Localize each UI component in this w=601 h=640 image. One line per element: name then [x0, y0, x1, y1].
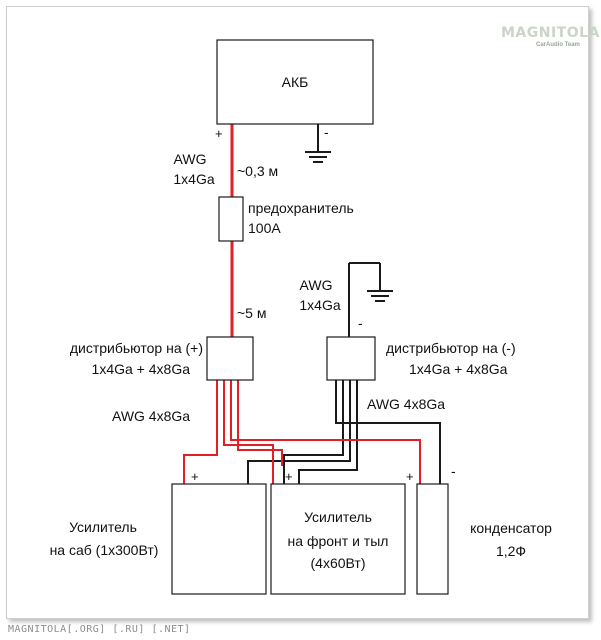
neg-wire-amp2-b: [298, 380, 358, 484]
amp2-plus-sign: +: [285, 469, 293, 484]
fuse-label-2: 100A: [248, 220, 281, 236]
capacitor-box: [416, 483, 449, 595]
battery-label: АКБ: [282, 74, 309, 90]
distributor-plus-label-1: дистрибьютор на (+): [70, 340, 203, 356]
battery-box: [216, 39, 374, 125]
amplifier-front-rear-box: [270, 483, 406, 595]
amplifier-sub-box: [171, 483, 267, 595]
distributor-minus-box: [326, 336, 376, 381]
magnitola-logo: MAGNITOLA CarAudio Team: [501, 25, 600, 48]
neg-wire-amp1: [247, 380, 351, 484]
watermark-brand: MAGNITOLA: [501, 25, 600, 41]
watermark-team: CarAudio Team: [536, 42, 580, 48]
positive-outputs: [183, 380, 421, 484]
amp1-plus-sign: +: [191, 469, 199, 484]
distributor-plus-box: [206, 336, 254, 381]
battery-minus-sign: -: [324, 124, 329, 140]
awg-ground-label-2: 1x4Ga: [299, 297, 340, 313]
fuse-box: [218, 196, 244, 242]
pos-wire-amp2: [223, 380, 274, 484]
amp-sub-label-2: на саб (1x300Вт): [50, 542, 159, 558]
neg-wire-amp2: [283, 380, 344, 484]
battery-plus-sign: +: [215, 126, 223, 141]
negative-wires: [247, 124, 441, 484]
pos-wire-amp1: [183, 380, 218, 484]
awg-top-label-2: 1x4Ga: [173, 171, 214, 187]
awg-ground-label-1: AWG: [300, 277, 333, 293]
footer-credit: MAGNITOLA[.ORG] [.RU] [.NET]: [8, 624, 191, 635]
amp-front-rear-label-1: Усилитель: [304, 509, 372, 525]
neg-wire-capacitor: [335, 380, 441, 484]
capacitor-plus-sign: +: [406, 469, 414, 484]
pos-wire-amp2-b: [237, 380, 283, 466]
capacitor-label-2: 1,2Ф: [496, 543, 526, 559]
distributor-minus-label-2: 1x4Ga + 4x8Ga: [409, 361, 508, 377]
fuse-label-1: предохранитель: [248, 200, 354, 216]
capacitor-minus-sign: -: [451, 463, 456, 479]
components: [171, 39, 449, 595]
amp-sub-label-1: Усилитель: [69, 519, 137, 535]
length-top-label: ~0,3 м: [237, 163, 278, 179]
amp-front-rear-label-3: (4x60Вт): [311, 555, 366, 571]
awg-top-label-1: AWG: [174, 151, 207, 167]
distributor-plus-label-2: 1x4Ga + 4x8Ga: [92, 361, 191, 377]
pos-wire-capacitor: [230, 380, 421, 484]
capacitor-label-1: конденсатор: [470, 520, 552, 536]
awg-4x8-right-label: AWG 4x8Ga: [367, 396, 445, 412]
ground-icon: [305, 151, 331, 163]
ground-minus-sign: -: [358, 315, 363, 331]
length-mid-label: ~5 м: [237, 305, 266, 321]
awg-4x8-left-label: AWG 4x8Ga: [112, 408, 190, 424]
amp-front-rear-label-2: на фронт и тыл: [288, 533, 389, 549]
distributor-minus-label-1: дистрибьютор на (-): [386, 340, 516, 356]
ground-icon: [367, 290, 393, 302]
